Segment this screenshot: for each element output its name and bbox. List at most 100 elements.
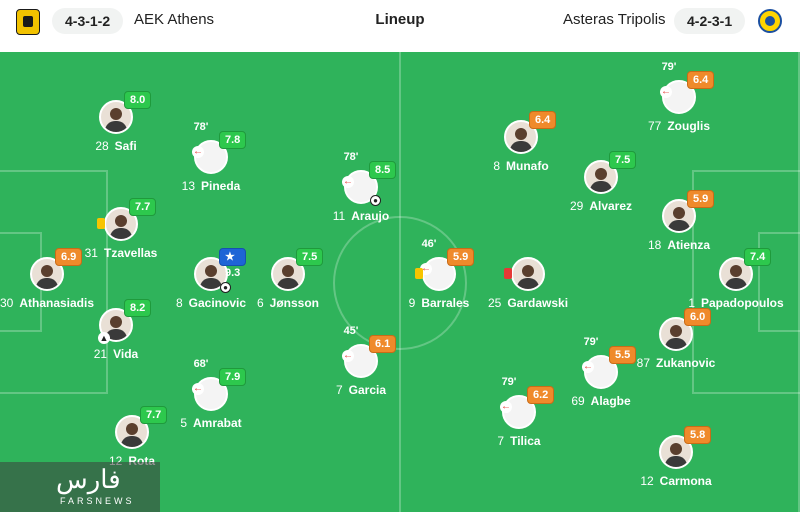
player-shirt-number: 13 (181, 179, 195, 193)
player-rating-badge: 5.9 (447, 248, 475, 266)
player-shirt-number: 29 (569, 199, 584, 213)
substitution-out-icon: ← (342, 350, 354, 362)
player-name: Alvarez (589, 199, 633, 213)
player-shirt-number: 28 (95, 139, 109, 153)
player-name: Munafo (506, 159, 549, 173)
player-shirt-number: 6 (256, 296, 264, 310)
left-penalty-box (0, 170, 108, 394)
player-name-label: 5 Amrabat (121, 416, 301, 430)
player-shirt-number: 7 (335, 383, 343, 397)
player-shirt-number: 30 (0, 296, 14, 310)
right-penalty-box (692, 170, 800, 394)
substitution-minute: 79' (661, 61, 677, 73)
player-shirt-number: 18 (647, 238, 662, 252)
goal-ball-icon: ● (220, 282, 231, 293)
player-rating-badge: 8.0 (124, 91, 152, 109)
player-shirt-number: 12 (640, 474, 654, 488)
player-name: Vida (113, 347, 139, 361)
asteras-crest-icon[interactable] (758, 9, 782, 33)
goal-ball-icon: ● (370, 195, 381, 206)
player-rating-badge: 5.8 (684, 426, 712, 444)
home-formation-badge: 4-3-1-2 (52, 8, 124, 34)
player-name: Zukanovic (656, 356, 716, 370)
substitution-out-icon: ← (660, 86, 672, 98)
player-shirt-number: 25 (487, 296, 502, 310)
away-formation-badge: 4-2-3-1 (674, 8, 746, 34)
player-name: Araujo (351, 209, 390, 223)
aek-crest-icon[interactable] (16, 9, 40, 35)
player-shirt-number: 9 (408, 296, 416, 310)
player-name: Garcia (348, 383, 387, 397)
player-rating-badge: 7.7 (129, 198, 157, 216)
substitution-out-icon: ← (500, 401, 512, 413)
player-name: Tzavellas (103, 246, 158, 260)
substitution-out-icon: ← (582, 361, 594, 373)
yellow-card-icon (415, 268, 423, 279)
assist-boot-icon: ▲ (98, 332, 110, 344)
player-avatar[interactable] (99, 100, 133, 134)
substitution-minute: 78' (193, 121, 209, 133)
player-name: Pineda (201, 179, 241, 193)
away-team-name[interactable]: Asteras Tripolis (563, 11, 666, 28)
farsnews-watermark: فارس FARSNEWS (0, 462, 160, 512)
player-name: Tilica (510, 434, 541, 448)
player-name: Athanasiadis (19, 296, 95, 310)
player-name: Gacinovic (188, 296, 247, 310)
player-shirt-number: 8 (175, 296, 183, 310)
player-rating-badge: 7.5 (296, 248, 324, 266)
player-shirt-number: 31 (84, 246, 98, 260)
player-name: Carmona (659, 474, 712, 488)
player-rating-badge: 5.9 (687, 190, 715, 208)
player-name: Safi (114, 139, 137, 153)
player-name-label: 8 Gacinovic (121, 296, 301, 310)
player-rating-badge: 5.5 (609, 346, 637, 364)
home-team-name[interactable]: AEK Athens (134, 11, 215, 28)
player-name-label: 31 Tzavellas (31, 246, 211, 260)
substitution-out-icon: ← (420, 263, 432, 275)
player-shirt-number: 87 (636, 356, 650, 370)
player-name: Papadopoulos (701, 296, 784, 310)
player-shirt-number: 1 (688, 296, 695, 310)
player-avatar[interactable] (662, 199, 696, 233)
lineup-title: Lineup (375, 11, 425, 28)
substitution-minute: 45' (343, 325, 359, 337)
yellow-card-icon (97, 218, 105, 229)
player-avatar[interactable] (511, 257, 545, 291)
substitution-out-icon: ← (192, 146, 204, 158)
player-name: Gardawski (507, 296, 569, 310)
player-name-label: 1 Papadopoulos (646, 296, 800, 310)
substitution-minute: 78' (343, 151, 359, 163)
substitution-out-icon: ← (192, 383, 204, 395)
player-rating-badge: 6.4 (687, 71, 715, 89)
substitution-minute: 79' (501, 376, 517, 388)
player-shirt-number: 11 (332, 209, 346, 223)
player-name: Zouglis (667, 119, 711, 133)
player-name-label: 11 Araujo (271, 209, 451, 223)
substitution-minute: 46' (421, 238, 437, 250)
player-name: Alagbe (590, 394, 631, 408)
player-name: Barrales (421, 296, 470, 310)
player-name-label: 28 Safi (26, 139, 206, 153)
player-name-label: 30 Athanasiadis (0, 296, 137, 310)
player-name-label: 7 Garcia (271, 383, 451, 397)
player-shirt-number: 5 (180, 416, 187, 430)
center-circle (333, 216, 467, 350)
substitution-out-icon: ← (342, 176, 354, 188)
player-rating-badge: 6.4 (529, 111, 557, 129)
player-name-label: 9 Barrales (349, 296, 529, 310)
pitch-outline (0, 52, 800, 512)
player-rating-badge: 7.4 (744, 248, 772, 266)
player-rating-badge: 6.1 (369, 335, 397, 353)
player-shirt-number: 7 (497, 434, 505, 448)
player-name-label: 87 Zukanovic (586, 356, 766, 370)
player-name: Amrabat (193, 416, 242, 430)
right-goal-box (758, 232, 800, 332)
player-name-label: 25 Gardawski (438, 296, 618, 310)
